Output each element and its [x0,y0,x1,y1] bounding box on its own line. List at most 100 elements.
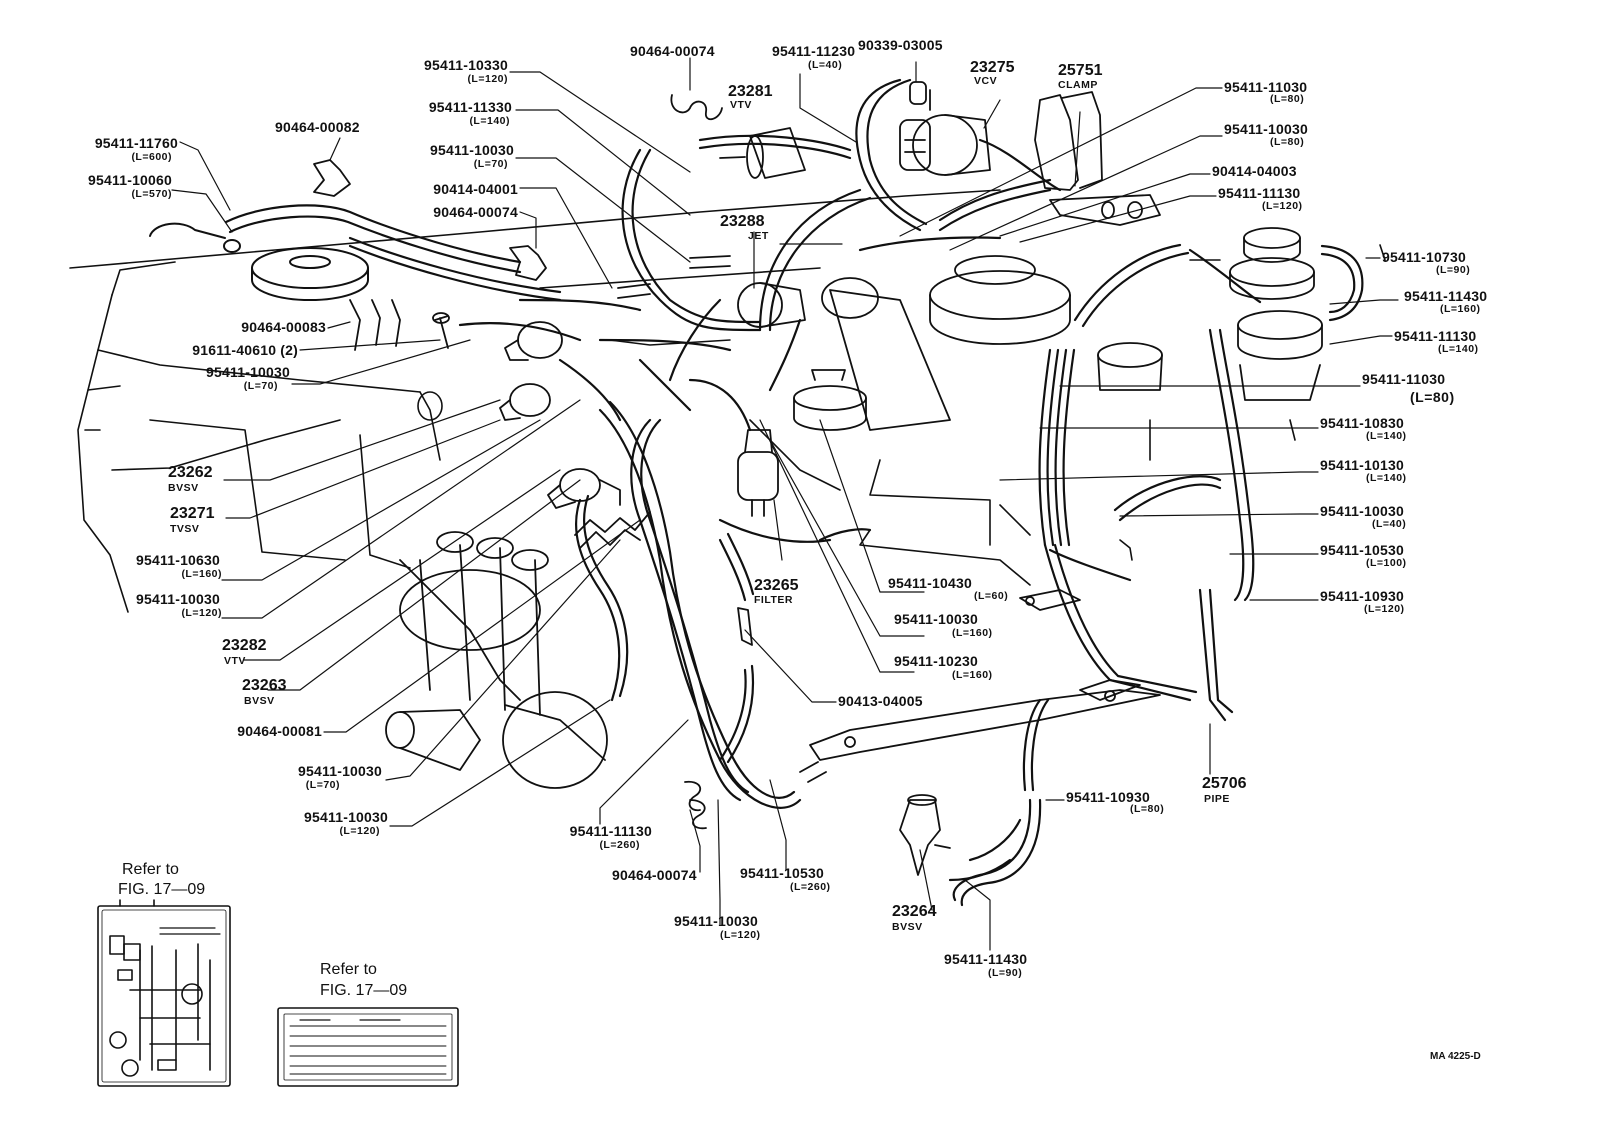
callout-note: (L=120) [467,73,508,85]
callout-note: VCV [974,75,998,87]
callout-part-number: 23263 [242,677,287,694]
callout-note: (L=90) [988,967,1023,979]
callout-part-number: 90414-04001 [433,181,518,197]
callout-part-number: 90464-00083 [241,319,326,335]
callout-part-number: 95411-10030 [298,763,382,779]
callout-note: CLAMP [1058,79,1098,91]
callout-note: (L=140) [1366,472,1407,484]
reference-note-line2: FIG. 17—09 [118,881,206,898]
callout-part-number: 95411-10330 [424,57,508,73]
callout-note: (L=90) [1436,264,1471,276]
callout-note: (L=140) [1366,430,1407,442]
callout-part-number: 95411-10030 [304,809,388,825]
callout-part-number: 95411-10930 [1320,588,1404,604]
callout-note: (L=120) [339,825,380,837]
leader-lines [171,57,1399,951]
callout-part-number: 25751 [1058,62,1103,79]
callout-part-number: 95411-11230 [772,43,856,59]
callout-note: (L=70) [243,380,278,392]
drawing-code: MA 4225-D [1430,1051,1481,1062]
callout-note: (L=120) [1262,200,1303,212]
callout-note: FILTER [754,594,793,606]
callout-part-number: 90464-00074 [433,204,518,220]
callout-note: (L=600) [131,151,172,163]
callout-note: (L=260) [599,839,640,851]
callout-note: (L=120) [1364,603,1405,615]
reference-note-line1: Refer to [320,961,377,978]
callout-part-number: 95411-10530 [1320,542,1404,558]
callout-note: (L=80) [1410,389,1455,405]
reference-note-line2: FIG. 17—09 [320,982,408,999]
callout-note: (L=120) [720,929,761,941]
callout-part-number: 95411-11030 [1362,371,1446,387]
vacuum-hoses [224,78,1364,907]
callout-part-number: 95411-10830 [1320,415,1404,431]
reservoir-cap-drawing [149,222,369,301]
callout-part-number: 90464-00074 [630,43,715,59]
callout-note: (L=40) [808,59,843,71]
callout-note: (L=120) [181,607,222,619]
component-drawings [313,81,1323,876]
callout-part-number: 23265 [754,577,799,594]
callout-note: (L=140) [469,115,510,127]
reference-note-line1: Refer to [122,861,179,878]
callout-part-number: 23282 [222,637,267,654]
callout-part-number: 95411-10030 [206,364,290,380]
callout-part-number: 90339-03005 [858,37,943,53]
callout-part-number: 95411-10730 [1382,249,1466,265]
callout-note: (L=40) [1372,518,1407,530]
callout-part-number: 95411-10630 [136,552,220,568]
callout-part-number: 95411-10130 [1320,457,1404,473]
callout-part-number: 23262 [168,464,213,481]
callout-part-number: 90414-04003 [1212,163,1297,179]
callout-note: (L=70) [305,779,340,791]
callout-part-number: 95411-10430 [888,575,972,591]
callout-part-number: 95411-10030 [1224,121,1308,137]
callout-part-number: 90413-04005 [838,693,923,709]
callout-part-number: 25706 [1202,775,1247,792]
callout-note: BVSV [892,921,923,933]
callout-note: BVSV [244,695,275,707]
callout-note: BVSV [168,482,199,494]
callout-part-number: 95411-10030 [894,611,978,627]
callout-part-number: 95411-10030 [1320,503,1404,519]
callout-note: (L=80) [1130,803,1165,815]
callout-part-number: 95411-11130 [1394,328,1477,344]
callout-note: JET [748,230,769,242]
callout-part-number: 95411-11760 [94,135,178,151]
callout-note: (L=160) [952,627,993,639]
callout-note: TVSV [170,523,200,535]
engine-block-drawing [69,189,1386,613]
callout-part-number: 91611-40610 (2) [192,342,298,358]
callout-part-number: 95411-10930 [1066,789,1150,805]
callout-note: (L=260) [790,881,831,893]
callout-part-number: 95411-11030 [1224,79,1308,95]
callout-part-number: 95411-10030 [136,591,220,607]
callout-part-number: 95411-10530 [740,865,824,881]
callout-part-number: 95411-11130 [569,823,652,839]
callout-part-number: 95411-11130 [1218,185,1301,201]
callout-note: (L=160) [1440,303,1481,315]
callout-note: VTV [730,99,752,111]
callout-part-number: 95411-10060 [88,172,172,188]
callout-note: (L=160) [181,568,222,580]
callout-note: (L=70) [473,158,508,170]
pipe-bracket-drawing [809,589,1161,761]
callout-part-number: 95411-11430 [1404,288,1488,304]
callout-note: (L=570) [131,188,172,200]
callout-part-number: 95411-10030 [430,142,514,158]
callout-part-number: 95411-10030 [674,913,758,929]
callout-note: PIPE [1204,793,1230,805]
callout-part-number: 90464-00082 [275,119,360,135]
callout-part-number: 23275 [970,59,1015,76]
callout-part-number: 90464-00074 [612,867,697,883]
callout-note: (L=140) [1438,343,1479,355]
callout-part-number: 95411-11330 [428,99,512,115]
callout-part-number: 90464-00081 [237,723,322,739]
callout-note: (L=80) [1270,136,1305,148]
callout-part-number: 23288 [720,213,765,230]
callout-note: (L=160) [952,669,993,681]
reference-inset-drawings [97,899,459,1087]
